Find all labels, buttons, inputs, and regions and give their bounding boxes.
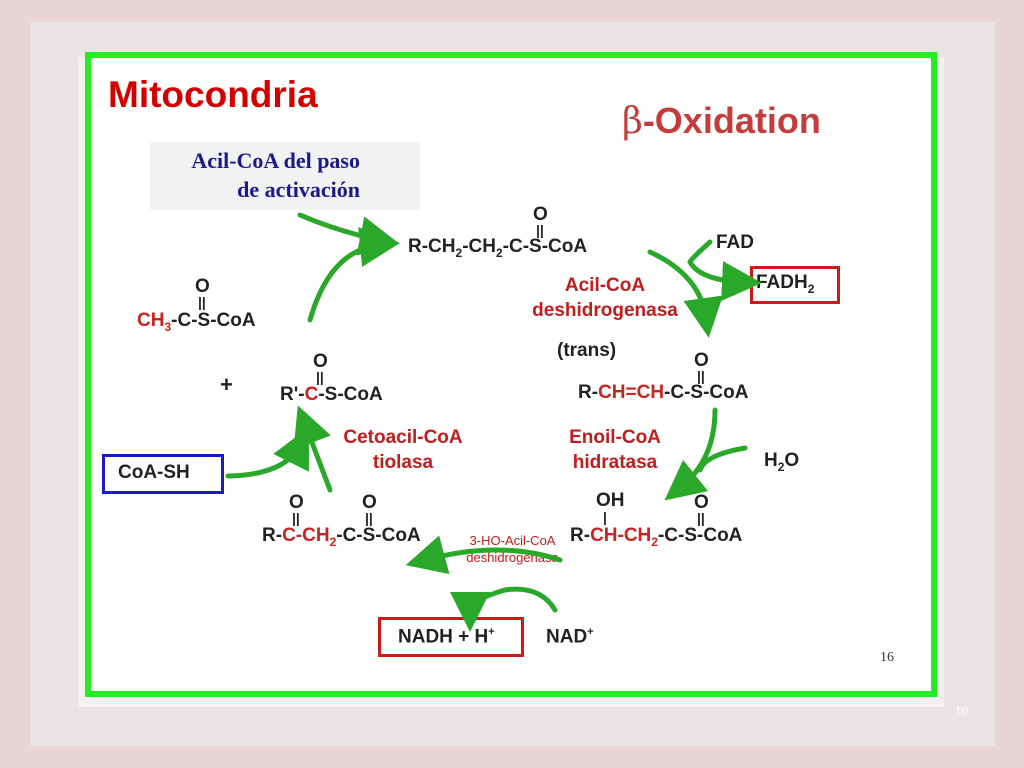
arrow-input bbox=[297, 212, 400, 256]
double-bond: || bbox=[292, 510, 300, 526]
single-bond: | bbox=[603, 509, 607, 525]
acil-input-line2: de activación bbox=[237, 177, 360, 202]
slide-number: 10 bbox=[955, 703, 968, 718]
plus-sign: + bbox=[220, 372, 233, 397]
arrow-thiolysis bbox=[293, 405, 333, 493]
oxygen-label: O bbox=[694, 350, 709, 371]
trans-label: (trans) bbox=[557, 340, 617, 361]
enzyme-hydratase: Enoil-CoA hidratasa bbox=[569, 427, 661, 473]
acetylcoa-molecule: CH3-C-S-CoA bbox=[137, 310, 256, 334]
arrow-cycle-return bbox=[307, 227, 400, 323]
beta-oxidation-title: β-Oxidation bbox=[622, 100, 821, 142]
ketoacylcoa-molecule: R-C-CH2-C-S-CoA bbox=[262, 525, 421, 549]
arrow-dehydrogenation bbox=[647, 249, 724, 338]
page-number: 16 bbox=[880, 650, 894, 665]
enzyme-thiolase: Cetoacil-CoA tiolasa bbox=[343, 427, 463, 473]
double-bond: || bbox=[536, 222, 544, 238]
water-label: H2O bbox=[764, 450, 800, 474]
oxygen-label: O bbox=[313, 351, 328, 372]
enzyme-acylcoa-dehydrogenase: Acil-CoA deshidrogenasa bbox=[532, 275, 678, 321]
oxygen-label: O bbox=[362, 492, 377, 513]
double-bond: || bbox=[198, 294, 206, 310]
double-bond: || bbox=[365, 510, 373, 526]
arrow-coash bbox=[225, 427, 309, 479]
arrow-hydroxy-dehydrogenation bbox=[405, 535, 563, 575]
oxygen-label: O bbox=[289, 492, 304, 513]
fad-label: FAD bbox=[716, 232, 754, 253]
acylcoa-molecule: R-CH2-CH2-C-S-CoA bbox=[408, 236, 588, 260]
acil-input-line1: Acil-CoA del paso bbox=[191, 148, 360, 173]
hydroxyacylcoa-molecule: R-CH-CH2-C-S-CoA bbox=[570, 525, 743, 549]
coash-box bbox=[102, 454, 224, 494]
acil-input-label: Acil-CoA del paso de activación bbox=[160, 146, 360, 204]
hydroxyl-label: OH bbox=[596, 490, 625, 511]
fadh2-label: FADH2 bbox=[756, 272, 815, 296]
page-title: Mitocondria bbox=[108, 74, 318, 115]
arrow-fad bbox=[687, 239, 762, 302]
double-bond: || bbox=[697, 510, 705, 526]
arrow-water bbox=[697, 445, 748, 473]
arrow-hydration bbox=[664, 407, 718, 501]
nad-label: NAD+ bbox=[546, 626, 594, 648]
arrow-nadh bbox=[450, 586, 558, 632]
oxygen-label: O bbox=[195, 276, 210, 297]
oxygen-label: O bbox=[533, 204, 548, 225]
acil-input-box bbox=[150, 142, 420, 210]
shortened-acylcoa-molecule: R'-C-S-CoA bbox=[280, 384, 383, 405]
enoylcoa-molecule: R-CH=CH-C-S-CoA bbox=[578, 382, 749, 403]
double-bond: || bbox=[697, 368, 705, 384]
coash-label: CoA-SH bbox=[118, 462, 190, 483]
beta-symbol: β bbox=[622, 101, 643, 142]
double-bond: || bbox=[316, 369, 324, 385]
beta-title-text: -Oxidation bbox=[642, 100, 821, 141]
